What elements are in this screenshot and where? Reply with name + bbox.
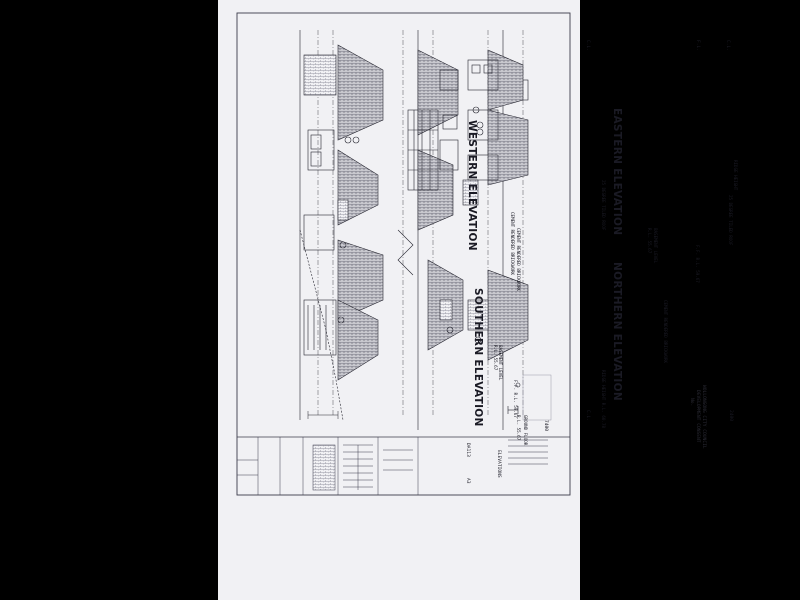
ridge-height-label: RIDGE HEIGHT xyxy=(733,160,738,191)
cement-note-west-2: CEMENT RENDERED BRICKWORK xyxy=(516,228,521,292)
job-title: ELEVATIONS xyxy=(496,450,501,478)
cl-marker-east: C.L. xyxy=(725,40,730,52)
cement-note-north: CEMENT RENDERED BRICKWORK xyxy=(663,300,668,364)
basement-rl-north: R.L. 55.67 xyxy=(647,228,652,254)
sheet-size: A3 xyxy=(465,478,470,484)
ridge-rl-label: RIDGE HEIGHT R.L. 60.78 xyxy=(601,370,606,428)
basement-level-north: BASEMENT LEVEL xyxy=(653,228,658,264)
northern-elevation-title: NORTHERN ELEVATION xyxy=(611,262,623,401)
southern-elevation-title: SOUTHERN ELEVATION xyxy=(472,288,484,427)
cl-marker-west: C.L. xyxy=(585,40,590,52)
roof-degrees-label: 25 DEGREE TILED ROOF xyxy=(728,195,733,246)
title-block xyxy=(237,437,548,495)
cl-marker-south: C.L. xyxy=(585,410,590,422)
roof-note-west: 25 DEGREE TILED ROOF xyxy=(601,180,606,231)
dimension-2400: 2400 xyxy=(728,410,733,422)
western-elevation-title: WESTERN ELEVATION xyxy=(466,120,478,251)
cement-note-west: CEMENT RENDERED BRICKWORK xyxy=(510,212,515,276)
council-stamp-line1: WOLLONGONG CITY COUNCIL xyxy=(701,385,706,449)
council-stamp-line2: DEVELOPMENT CONSENT xyxy=(695,390,700,443)
northern-elevation xyxy=(467,30,529,430)
ff-level-west: F.F. R.L. 59.67 xyxy=(513,380,518,418)
drawing-sheet: WESTERN ELEVATION SOUTHERN ELEVATION EAS… xyxy=(218,0,738,600)
eastern-elevation-title: EASTERN ELEVATION xyxy=(611,108,623,236)
elevation-drawing xyxy=(236,12,571,496)
basement-level-west: BASEMENT LEVEL xyxy=(498,345,503,381)
council-stamp-ref: No. xyxy=(689,398,694,407)
ground-floor-label: GROUND FLOOR xyxy=(523,415,528,446)
fl-marker-east: F.L. xyxy=(695,40,700,52)
basement-rl-west: R.L. 55.67 xyxy=(493,345,498,371)
western-elevation xyxy=(299,30,529,421)
ff-level-north: F.F. R.L. 59.67 xyxy=(695,245,700,283)
sheet-number: DA113 xyxy=(465,443,470,457)
eastern-elevation xyxy=(397,30,482,430)
ground-rl-west: R.L. 55.67 xyxy=(516,415,521,441)
dimension-7400: 7400 xyxy=(543,420,548,432)
